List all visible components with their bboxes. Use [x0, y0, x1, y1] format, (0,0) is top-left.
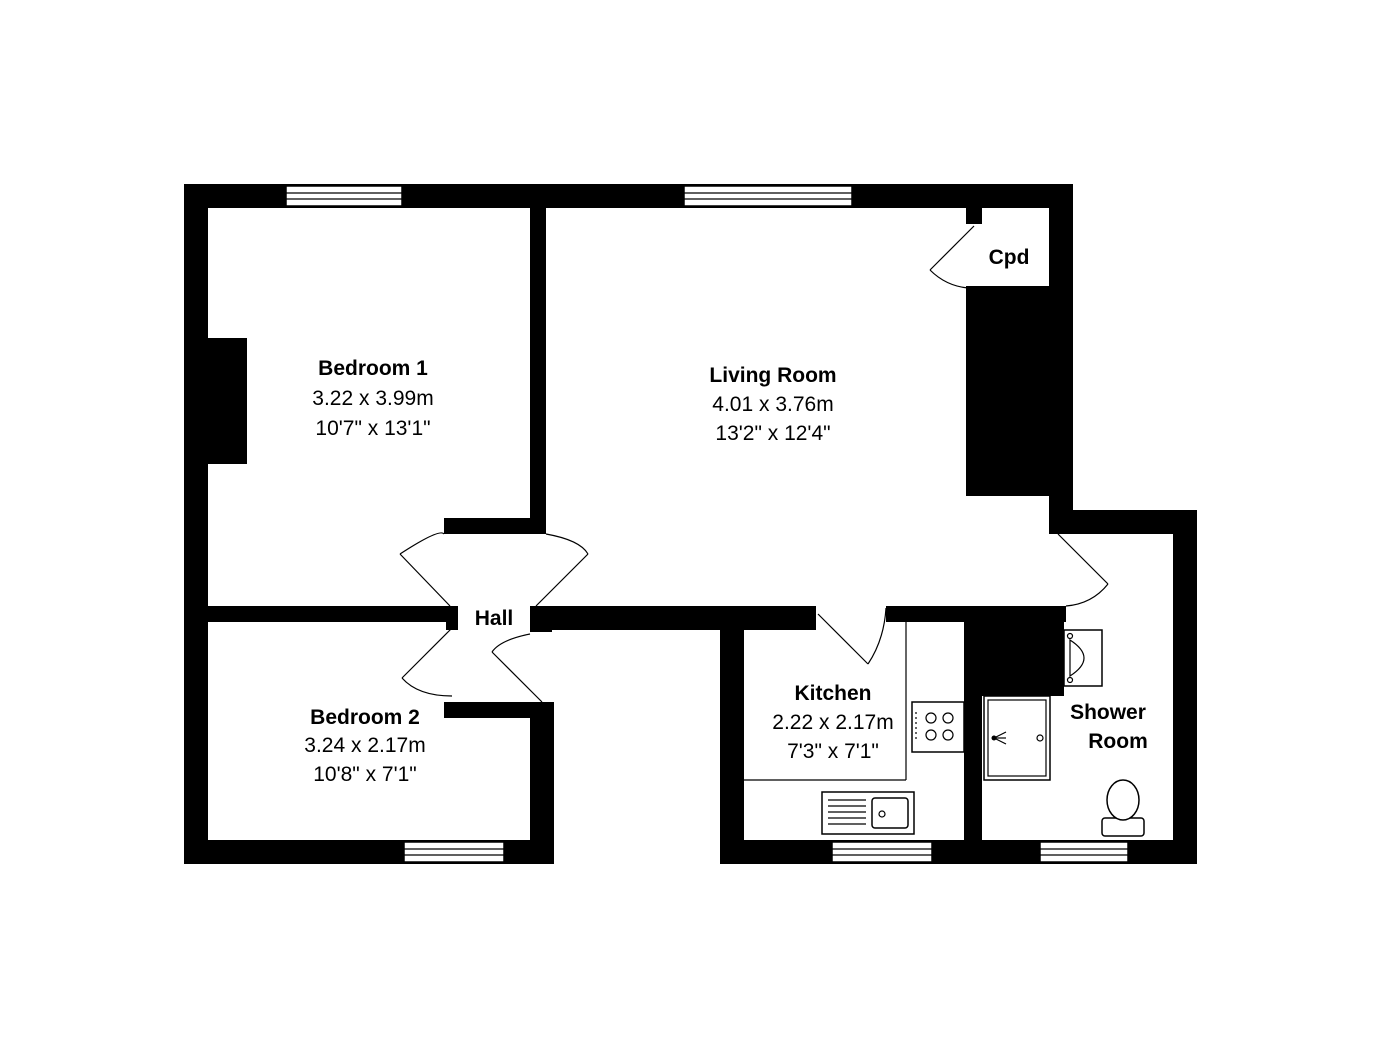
kitchen-name: Kitchen [794, 682, 871, 705]
wall-bed1-bed2 [184, 606, 456, 622]
kitchen-sink-icon [821, 791, 915, 835]
wall-shower-chunk [964, 606, 1064, 696]
wall-bed1-living [530, 184, 546, 534]
shower-tray-icon [983, 695, 1051, 781]
living-metric: 4.01 x 3.76m [712, 393, 833, 416]
wall-shower-top [1049, 510, 1197, 534]
wall-hall-post [446, 606, 458, 630]
kitchen-imperial: 7'3" x 7'1" [787, 740, 879, 763]
door-bedroom1 [399, 532, 451, 607]
walls [184, 184, 1197, 864]
window-shower [1039, 841, 1129, 863]
cpd-name: Cpd [989, 246, 1030, 269]
wall-left [184, 184, 208, 864]
bedroom2-imperial: 10'8" x 7'1" [313, 763, 417, 786]
hob-icon [911, 701, 965, 753]
shower-name-line2: Room [1088, 730, 1148, 753]
wall-living-shower-stub [1049, 496, 1073, 534]
wall-bedroom2-topstub [444, 702, 554, 718]
wall-living-kitchen [530, 606, 816, 630]
basin-icon [1063, 629, 1103, 687]
bedroom1-name: Bedroom 1 [318, 357, 428, 380]
kitchen-worktop [744, 622, 907, 781]
toilet-icon [1101, 779, 1145, 837]
living-name: Living Room [709, 364, 836, 387]
chimney-bedroom1 [184, 338, 247, 464]
wall-right-lower [1173, 510, 1197, 864]
door-shower [1057, 533, 1109, 607]
wall-bed1-stub [444, 518, 546, 534]
wall-kitchen-left [720, 622, 744, 864]
bedroom1-imperial: 10'7" x 13'1" [315, 417, 430, 440]
door-cupboard [929, 225, 975, 289]
door-living [535, 533, 589, 607]
door-hall-lower [491, 633, 543, 703]
window-living [683, 185, 853, 207]
window-bedroom2 [403, 841, 505, 863]
shower-name-line1: Shower [1070, 701, 1146, 724]
room-labels: Bedroom 1 3.22 x 3.99m 10'7" x 13'1" Liv… [304, 246, 1147, 786]
windows [285, 185, 1129, 863]
window-kitchen [831, 841, 933, 863]
doors [399, 225, 1109, 703]
wall-bedroom2-right [530, 702, 554, 864]
kitchen-metric: 2.22 x 2.17m [772, 711, 893, 734]
door-bedroom2 [401, 627, 453, 697]
living-imperial: 13'2" x 12'4" [715, 422, 830, 445]
bedroom2-metric: 3.24 x 2.17m [304, 734, 425, 757]
hall-name: Hall [475, 607, 514, 630]
window-bedroom1 [285, 185, 403, 207]
bedroom2-name: Bedroom 2 [310, 706, 420, 729]
chimney-living [966, 286, 1073, 496]
bedroom1-metric: 3.22 x 3.99m [312, 387, 433, 410]
cupboard-wall-left [966, 184, 982, 224]
door-kitchen [817, 607, 887, 665]
fixtures [744, 622, 1145, 837]
